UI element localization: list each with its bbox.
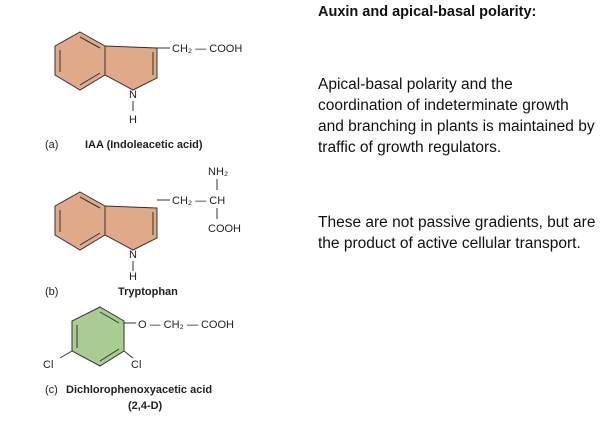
24d-side-chain: O — CH₂ — COOH bbox=[138, 319, 234, 331]
iaa-benzene-ring bbox=[54, 31, 106, 91]
trp-benzene-ring bbox=[54, 191, 106, 251]
trp-name: Tryptophan bbox=[118, 286, 178, 298]
iaa-nitrogen: N bbox=[129, 89, 137, 101]
24d-name: Dichlorophenoxyacetic acid bbox=[66, 384, 212, 396]
paragraph-transport: These are not passive gradients, but are… bbox=[318, 214, 596, 252]
trp-letter: (b) bbox=[45, 286, 58, 298]
iaa-name: IAA (Indoleacetic acid) bbox=[85, 139, 203, 151]
trp-hydrogen: H bbox=[129, 271, 137, 283]
trp-nitrogen: N bbox=[129, 249, 137, 261]
trp-amino-group: NH₂ bbox=[208, 166, 228, 178]
24d-abbreviation: (2,4-D) bbox=[128, 400, 163, 412]
iaa-side-chain: CH₂ — COOH bbox=[172, 43, 242, 55]
tryptophan-structure: NH₂ CH₂ — CH COOH N H (b) Tryptophan bbox=[45, 166, 241, 298]
slide-title: Auxin and apical-basal polarity: bbox=[318, 4, 537, 20]
trp-pyrrole-ring bbox=[104, 205, 158, 251]
24d-structure: O — CH₂ — COOH Cl Cl (c) Dichlorophenoxy… bbox=[43, 306, 234, 412]
24d-letter: (c) bbox=[45, 384, 58, 396]
iaa-structure: CH₂ — COOH N H (a) IAA (Indoleacetic aci… bbox=[45, 31, 242, 151]
trp-side-chain: CH₂ — CH bbox=[172, 195, 225, 207]
24d-chlorine-4: Cl bbox=[43, 359, 53, 371]
24d-chlorine-2: Cl bbox=[131, 359, 141, 371]
24d-benzene-ring bbox=[71, 306, 125, 367]
iaa-letter: (a) bbox=[45, 139, 58, 151]
iaa-hydrogen: H bbox=[129, 114, 137, 126]
trp-carboxyl: COOH bbox=[208, 223, 241, 235]
paragraph-polarity: Apical-basal polarity and the coordinati… bbox=[318, 76, 595, 156]
iaa-pyrrole-ring bbox=[104, 45, 158, 91]
